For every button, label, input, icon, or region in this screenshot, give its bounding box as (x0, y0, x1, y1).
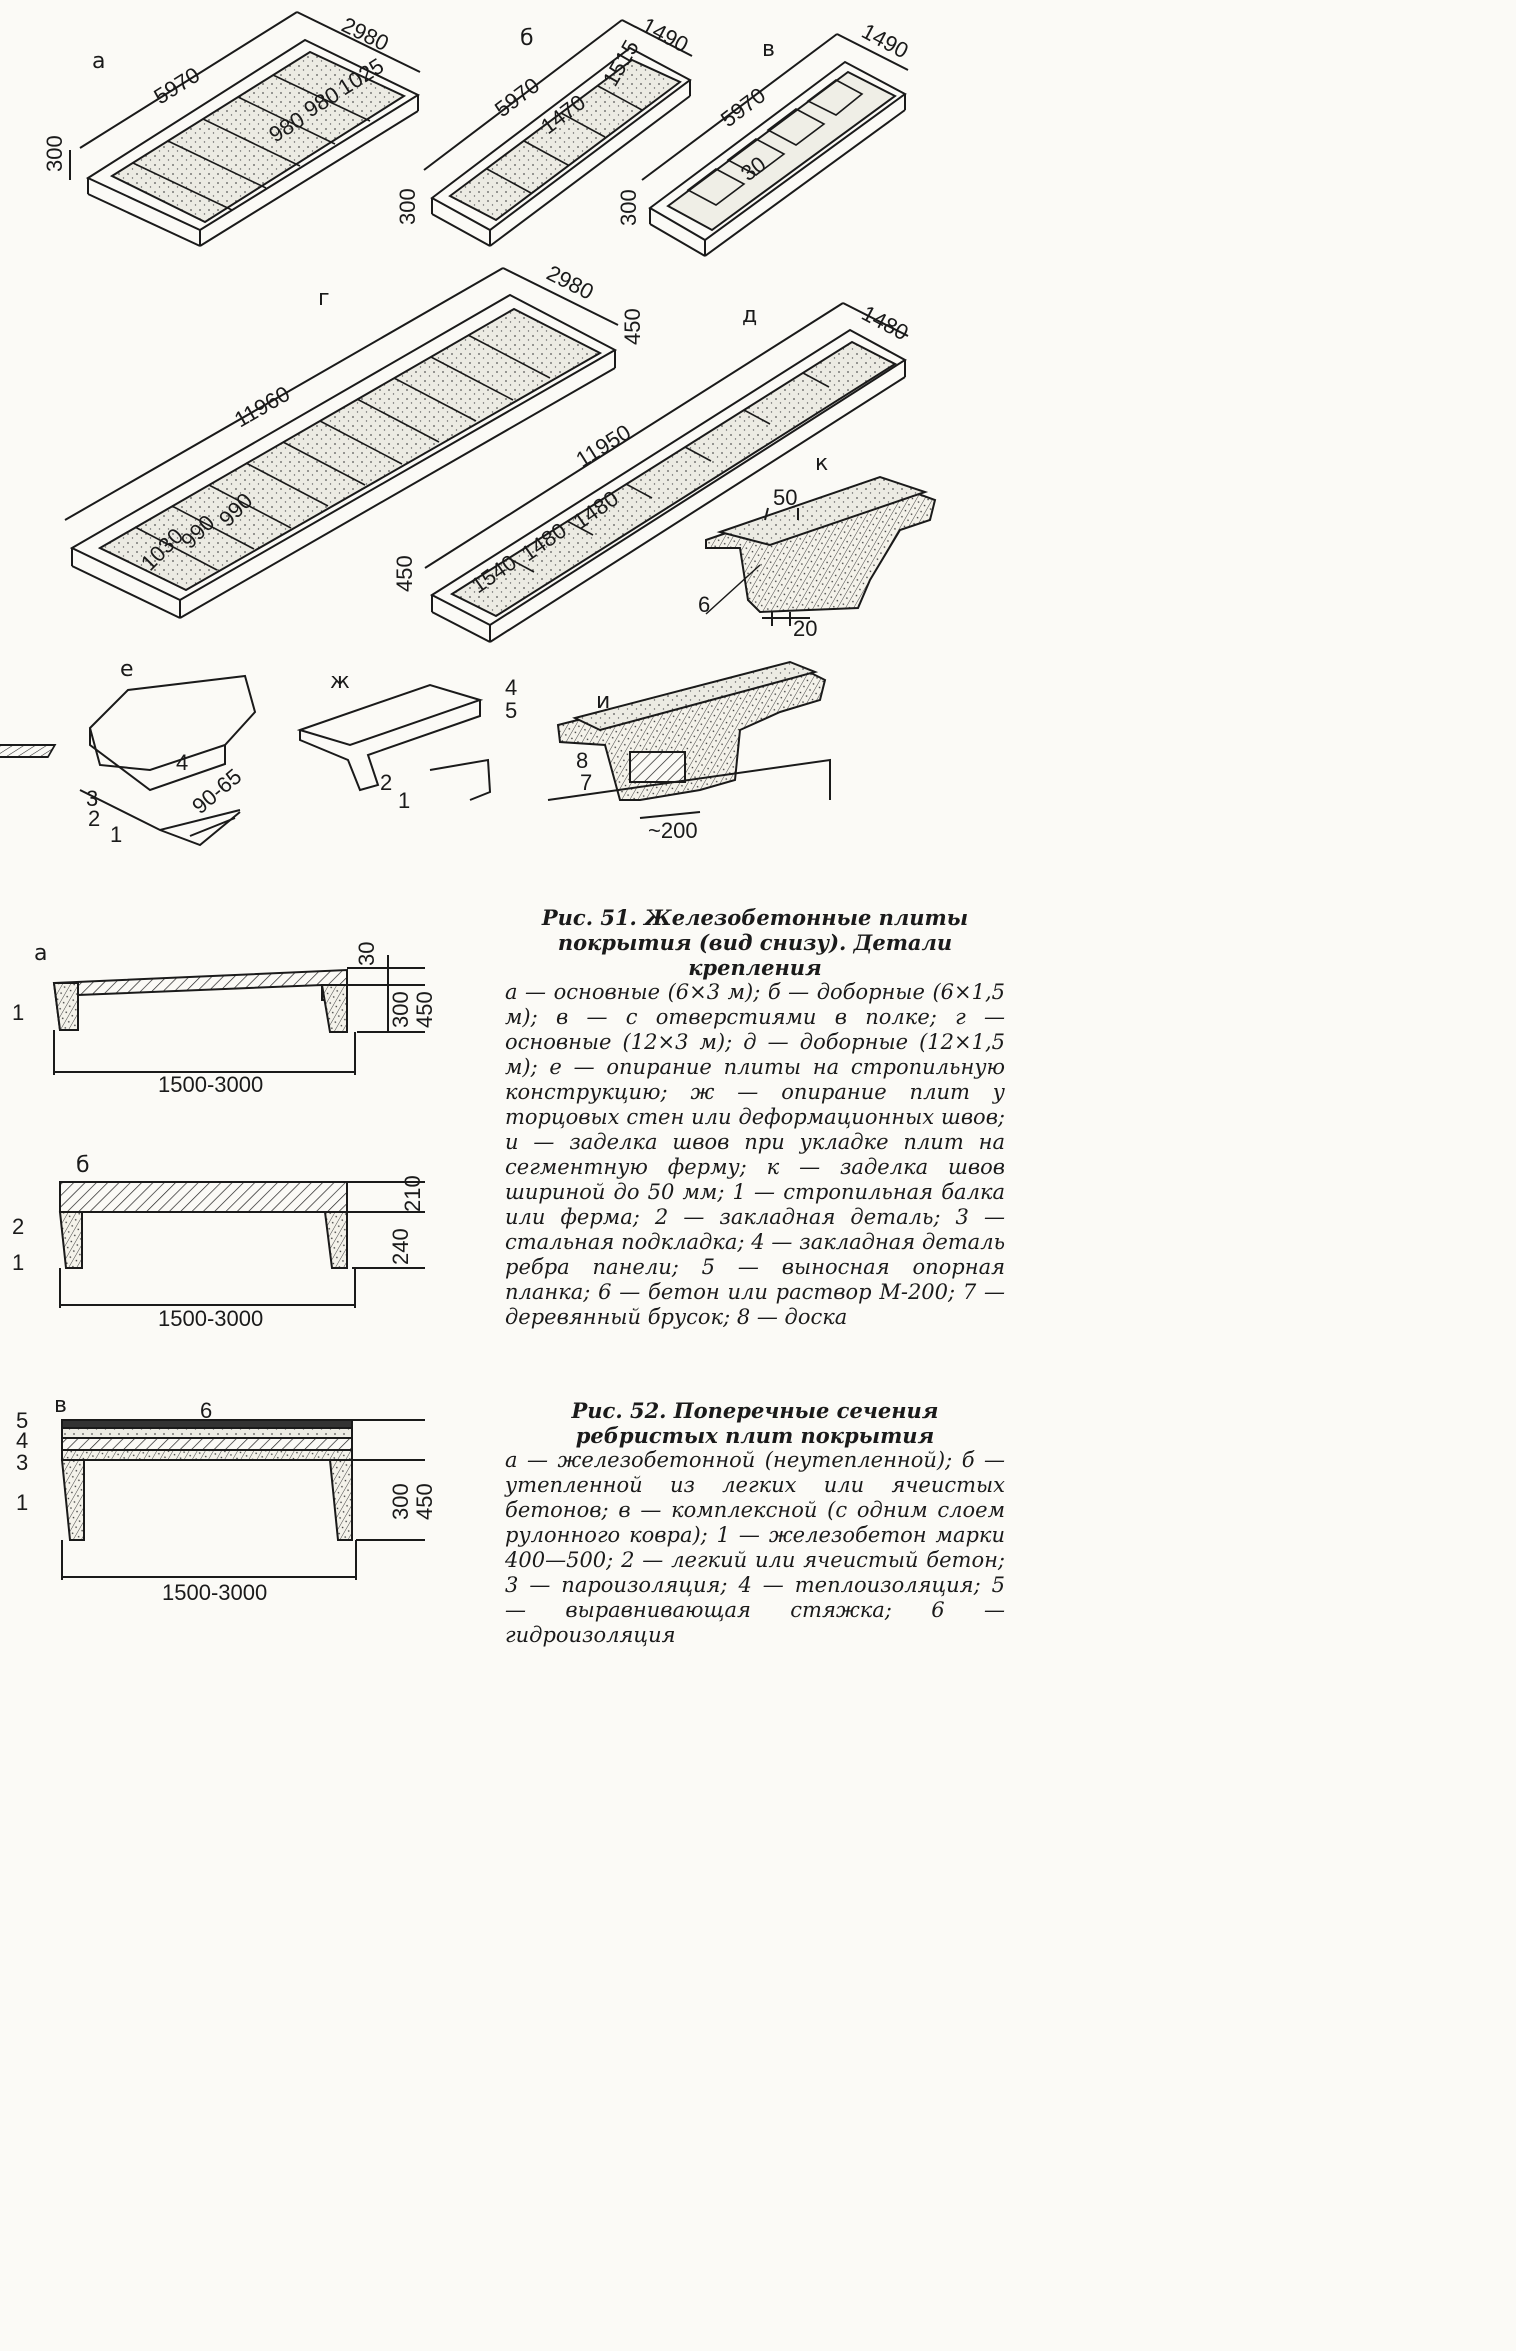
fig51-caption: Рис. 51. Железобетонные плиты покрытия (… (505, 905, 1005, 1330)
section-a-n1: 1 (12, 1000, 24, 1025)
panel-b-height: 300 (395, 188, 420, 225)
panel-v-6x1-5-holes (641, 33, 909, 257)
section-v-n4: 4 (16, 1428, 28, 1453)
panel-d-12x1-5 (424, 302, 909, 643)
section-a-d30: 30 (354, 942, 379, 966)
section-v-d300: 300 (388, 1483, 413, 1520)
fig52-caption: Рис. 52. Поперечные сечения ребристых пл… (505, 1398, 1005, 1648)
fig51-caption-title: Рис. 51. Железобетонные плиты покрытия (… (541, 905, 969, 980)
detail-k-top: 50 (773, 485, 797, 510)
detail-zh-n5: 5 (505, 698, 517, 723)
section-a-label: а (34, 941, 47, 966)
detail-i (547, 660, 831, 819)
section-v-d450: 450 (412, 1483, 437, 1520)
section-v-n6: 6 (200, 1398, 212, 1423)
section-b-span: 1500-3000 (158, 1306, 263, 1331)
section-v-n3: 3 (16, 1450, 28, 1475)
section-b-d210: 210 (400, 1175, 425, 1212)
detail-e-n4: 4 (176, 750, 188, 775)
panel-g-height: 450 (620, 308, 645, 345)
panel-g-label: г (318, 286, 330, 311)
panel-v-label: в (762, 37, 775, 62)
detail-e-n3: 3 (86, 786, 98, 811)
detail-k-label: к (815, 451, 828, 476)
section-v (60, 1419, 425, 1580)
detail-k-n6: 6 (698, 592, 710, 617)
detail-zh-n2: 2 (380, 770, 392, 795)
section-a-d450: 450 (412, 991, 437, 1028)
detail-k (705, 475, 937, 626)
panel-a-length: 5970 (149, 62, 204, 109)
detail-zh-n4: 4 (505, 675, 517, 700)
detail-zh-n1: 1 (398, 788, 410, 813)
detail-i-width: ~200 (648, 818, 698, 843)
detail-e-n1: 1 (110, 822, 122, 847)
panel-a-height: 300 (42, 135, 67, 172)
section-b-n1: 1 (12, 1250, 24, 1275)
fig52-caption-title: Рис. 52. Поперечные сечения ребристых пл… (571, 1398, 939, 1448)
section-a-d300: 300 (388, 991, 413, 1028)
panel-d-label: д (742, 303, 757, 328)
section-v-label: в (54, 1393, 67, 1418)
panel-g-12x3 (64, 267, 619, 619)
section-v-n1: 1 (16, 1490, 28, 1515)
detail-k-bottom: 20 (793, 616, 817, 641)
detail-zh-label: ж (330, 669, 350, 694)
panel-a-label: а (92, 49, 105, 74)
panel-d-height: 450 (392, 555, 417, 592)
panel-v-width: 1490 (858, 18, 913, 63)
detail-i-n8: 8 (576, 748, 588, 773)
detail-i-n7: 7 (580, 770, 592, 795)
section-a (52, 955, 425, 1075)
panel-a-6x3 (69, 11, 421, 247)
section-v-span: 1500-3000 (162, 1580, 267, 1605)
section-b-n2: 2 (12, 1214, 24, 1239)
detail-zh (0, 683, 492, 801)
section-b-label: б (76, 1153, 90, 1178)
detail-e (79, 674, 257, 847)
panel-d-length: 11950 (571, 419, 635, 472)
detail-e-label: е (120, 657, 134, 682)
section-v-n5: 5 (16, 1408, 28, 1433)
panel-b-6x1-5 (423, 19, 693, 247)
fig52-caption-body: а — железобетонной (неутепленной); б — у… (505, 1448, 1005, 1647)
panel-v-height: 300 (616, 189, 641, 226)
detail-e-n2: 2 (88, 806, 100, 831)
detail-i-label: и (596, 689, 610, 714)
panel-b-label: б (520, 26, 534, 51)
panel-g-width: 2980 (543, 260, 598, 304)
section-b-d240: 240 (388, 1228, 413, 1265)
section-b (58, 1181, 425, 1308)
section-a-span: 1500-3000 (158, 1072, 263, 1097)
panel-b-width: 1490 (638, 12, 693, 57)
panel-a-width: 2980 (338, 12, 393, 56)
fig51-caption-body: а — основные (6×3 м); б — доборные (6×1,… (505, 980, 1005, 1329)
